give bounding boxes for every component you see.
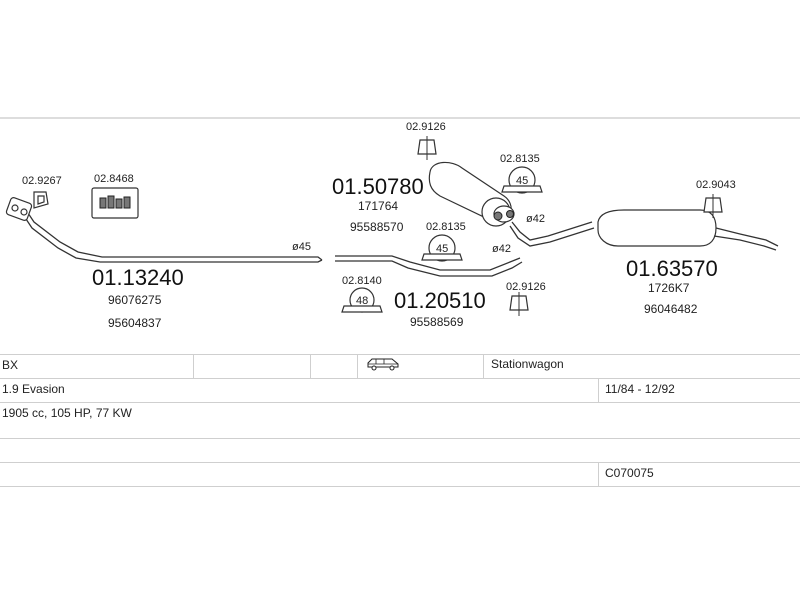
- gasket-48-number: 02.8140: [342, 275, 382, 287]
- clamp-low[interactable]: [509, 292, 529, 316]
- clamp-low-number: 02.9126: [506, 281, 546, 293]
- front-pipe-ref-2: 95604837: [108, 316, 162, 330]
- clamp-45-top-number: 02.8135: [500, 153, 540, 165]
- car-icon: [366, 357, 400, 376]
- middle-pipe-ref-1: 95588569: [410, 315, 464, 329]
- front-silencer-ref-1: 171764: [358, 199, 398, 213]
- clamp-45-mid-badge: 45: [436, 243, 448, 255]
- front-silencer[interactable]: [428, 161, 515, 227]
- clamp-45-mid[interactable]: [421, 234, 463, 262]
- vehicle-code: C070075: [605, 466, 654, 480]
- rear-silencer-ref-2: 96046482: [644, 302, 698, 316]
- middle-pipe[interactable]: [335, 221, 595, 277]
- clamp-45-mid-number: 02.8135: [426, 221, 466, 233]
- vehicle-variant: 1.9 Evasion: [2, 382, 65, 396]
- mount-kit-number: 02.8468: [94, 173, 134, 185]
- rear-silencer[interactable]: [597, 209, 779, 251]
- gasket-48-badge: 48: [356, 295, 368, 307]
- vehicle-years: 11/84 - 12/92: [605, 382, 675, 396]
- front-pipe-number: 01.13240: [92, 265, 184, 290]
- front-gasket-number: 02.9267: [22, 175, 62, 187]
- mount-kit[interactable]: [91, 187, 139, 219]
- mid-low-diameter: ø42: [492, 243, 511, 255]
- rear-silencer-number: 01.63570: [626, 256, 718, 281]
- clamp-top-number: 02.9126: [406, 121, 446, 133]
- clamp-top[interactable]: [417, 136, 437, 160]
- rear-rubber[interactable]: [703, 194, 723, 218]
- front-pipe-ref-1: 96076275: [108, 293, 162, 307]
- rear-silencer-ref-1: 1726K7: [648, 281, 690, 295]
- front-pipe-diameter: ø45: [292, 241, 311, 253]
- mid-top-diameter: ø42: [526, 213, 545, 225]
- vehicle-model: BX: [2, 358, 19, 372]
- clamp-45-top-badge: 45: [516, 175, 528, 187]
- middle-pipe-number: 01.20510: [394, 288, 486, 313]
- front-gasket[interactable]: [33, 191, 49, 209]
- rear-rubber-number: 02.9043: [696, 179, 736, 191]
- clamp-45-top[interactable]: [501, 166, 543, 194]
- front-pipe[interactable]: [5, 197, 323, 263]
- vehicle-body-type: Stationwagon: [491, 357, 564, 371]
- front-silencer-ref-2: 95588570: [350, 220, 404, 234]
- gasket-48[interactable]: [341, 287, 383, 313]
- vehicle-engine: 1905 cc, 105 HP, 77 KW: [2, 406, 132, 420]
- front-silencer-number: 01.50780: [332, 174, 424, 199]
